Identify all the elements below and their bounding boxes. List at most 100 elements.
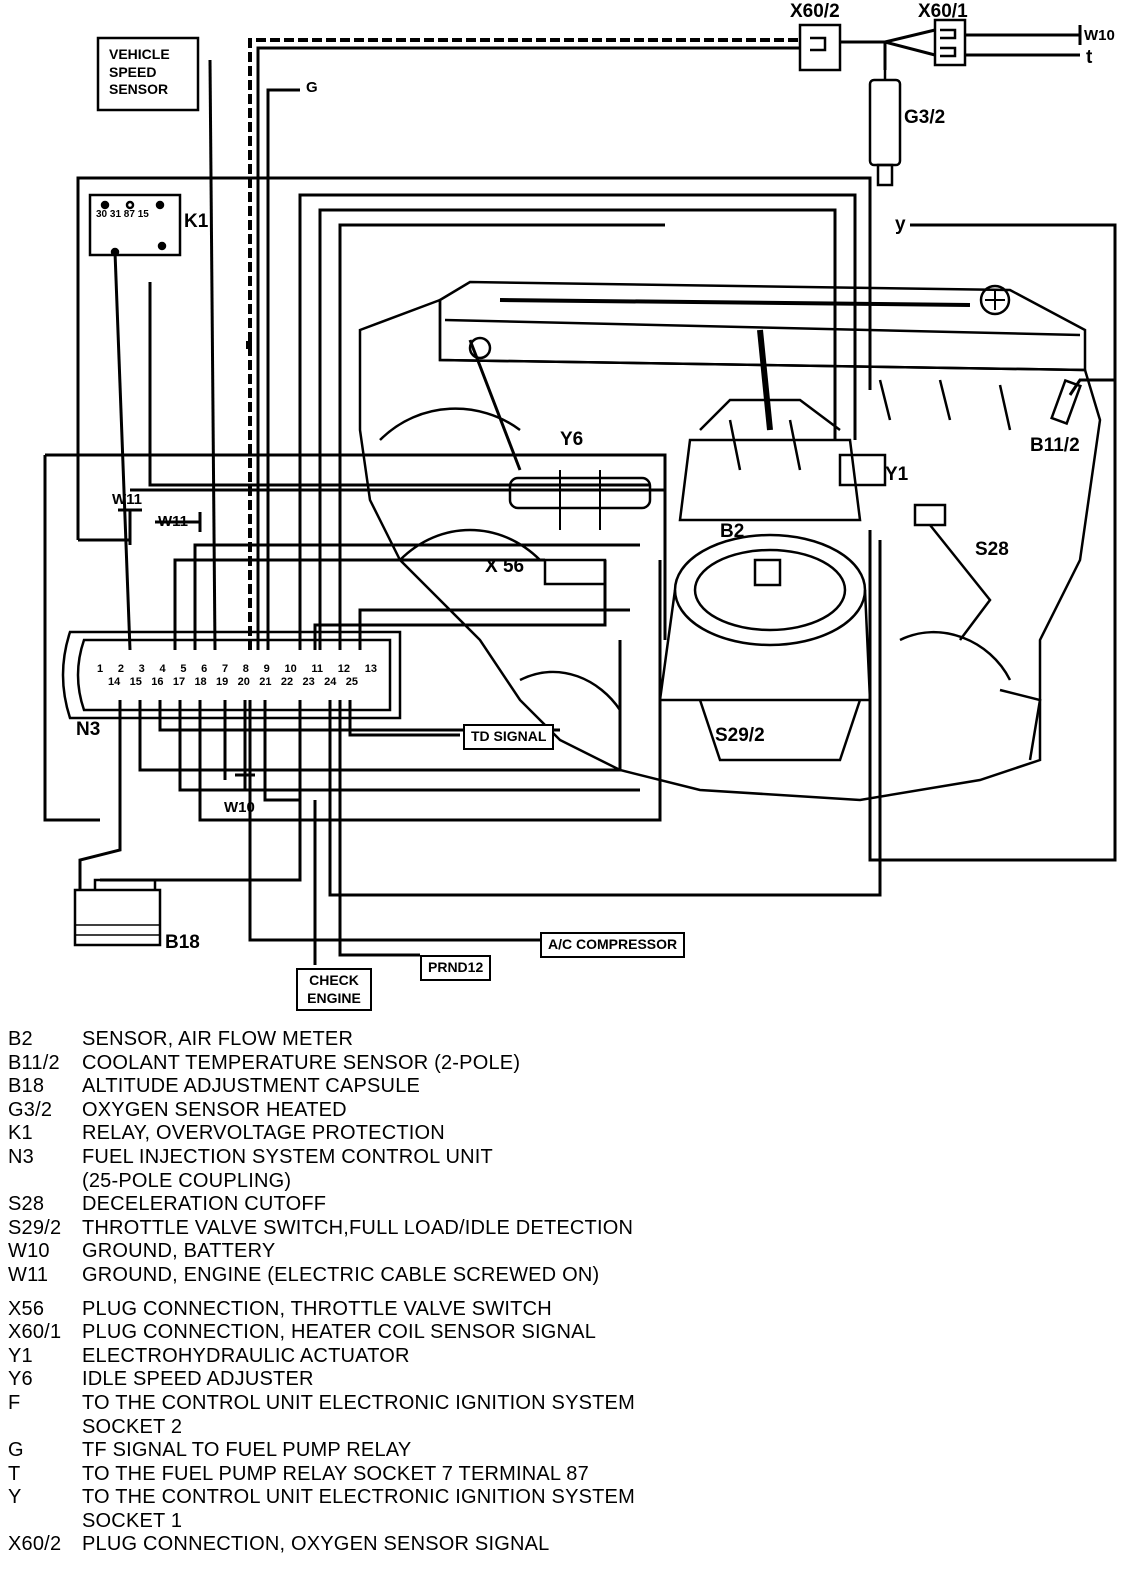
pin-number: 2 — [117, 663, 124, 675]
label-check-engine: CHECK ENGINE — [296, 968, 372, 1011]
legend-code: X56 — [8, 1297, 45, 1320]
label-n3: N3 — [76, 719, 101, 740]
label-g: G — [306, 79, 318, 96]
component-legend: B2 SENSOR, AIR FLOW METER B11/2 COOLANT TEM… — [8, 1028, 1128, 1557]
pin-number: 20 — [237, 676, 250, 688]
pin-number: 9 — [263, 663, 270, 675]
pin-number: 22 — [280, 676, 294, 688]
pin-number: 15 — [129, 676, 142, 688]
label-x56: X 56 — [485, 556, 525, 577]
pin-number: 4 — [159, 663, 166, 675]
legend-code: B2 — [8, 1028, 33, 1050]
legend-description: SOCKET 1 — [82, 1509, 183, 1532]
oxygen-sensor-g3-2 — [868, 70, 902, 187]
label-g3-2: G3/2 — [904, 107, 946, 128]
wire-harness — [43, 25, 1117, 965]
label-x60-1: X60/1 — [918, 1, 968, 22]
pin-number: 7 — [221, 663, 229, 675]
pin-number: 10 — [284, 663, 297, 675]
label-prnd12: PRND12 — [420, 955, 492, 981]
legend-row: X60/2 PLUG CONNECTION, OXYGEN SENSOR SIGN… — [8, 1533, 1128, 1557]
legend-code: Y1 — [8, 1344, 33, 1367]
label-y1: Y1 — [885, 464, 909, 485]
legend-description: TO THE CONTROL UNIT ELECTRONIC IGNITION … — [82, 1391, 635, 1414]
legend-row: SOCKET 1 — [8, 1510, 1128, 1534]
pin-number: 14 — [108, 676, 121, 688]
n3-connector — [61, 630, 402, 720]
legend-description: PLUG CONNECTION, OXYGEN SENSOR SIGNAL — [82, 1533, 550, 1556]
label-x60-2: X60/2 — [790, 1, 840, 22]
legend-code: B11/2 — [8, 1051, 60, 1074]
legend-row: W11 GROUND, ENGINE (ELECTRIC CABLE SCREWE… — [8, 1264, 1128, 1288]
label-y: y — [895, 214, 906, 235]
legend-row: (25-POLE COUPLING) — [8, 1170, 1128, 1194]
label-b11-2: B11/2 — [1030, 435, 1080, 456]
b18-capsule — [73, 878, 162, 947]
legend-code: S28 — [8, 1193, 45, 1216]
legend-code — [8, 1170, 82, 1194]
x60-2-connector — [798, 23, 842, 72]
label-s28: S28 — [975, 539, 1009, 560]
legend-code: X60/1 — [8, 1321, 62, 1344]
pin-number: 24 — [324, 676, 337, 688]
legend-code: X60/2 — [8, 1533, 62, 1556]
legend-row: X60/1 PLUG CONNECTION, HEATER COIL SENSOR… — [8, 1321, 1128, 1345]
pin-number: 6 — [201, 663, 208, 675]
legend-code — [8, 1510, 82, 1534]
legend-description: PLUG CONNECTION, THROTTLE VALVE SWITCH — [82, 1297, 552, 1320]
pin-number: 12 — [337, 663, 350, 675]
legend-code: T — [8, 1462, 21, 1485]
legend-description: TF SIGNAL TO FUEL PUMP RELAY — [82, 1439, 412, 1462]
pin-number: 13 — [364, 663, 377, 675]
legend-code: S29/2 — [8, 1216, 62, 1239]
legend-row: T TO THE FUEL PUMP RELAY SOCKET 7 TERMINA… — [8, 1463, 1128, 1487]
legend-code: W11 — [8, 1263, 49, 1286]
pin-number: 11 — [311, 663, 324, 675]
legend-code — [8, 1416, 82, 1440]
legend-row: X56 PLUG CONNECTION, THROTTLE VALVE SWITC… — [8, 1298, 1128, 1322]
legend-code: G3/2 — [8, 1098, 53, 1121]
label-s29-2: S29/2 — [715, 725, 765, 746]
legend-description: THROTTLE VALVE SWITCH,FULL LOAD/IDLE DET… — [82, 1216, 634, 1239]
legend-code: K1 — [8, 1122, 33, 1145]
legend-description: GROUND, ENGINE (ELECTRIC CABLE SCREWED O… — [82, 1263, 600, 1286]
legend-description: PLUG CONNECTION, HEATER COIL SENSOR SIGN… — [82, 1321, 597, 1344]
legend-row: SOCKET 2 — [8, 1416, 1128, 1440]
pin-number: 23 — [302, 676, 315, 688]
wiring-svg — [43, 18, 1117, 965]
pin-number: 25 — [345, 676, 358, 688]
legend-row: F TO THE CONTROL UNIT ELECTRONIC IGNITION… — [8, 1392, 1128, 1416]
legend-code: W10 — [8, 1240, 50, 1263]
legend-description: TO THE FUEL PUMP RELAY SOCKET 7 TERMINAL… — [82, 1462, 589, 1485]
legend-description: TO THE CONTROL UNIT ELECTRONIC IGNITION … — [82, 1486, 635, 1509]
label-k1-pins: 30 31 87 15 — [96, 209, 149, 220]
legend-code: N3 — [8, 1145, 34, 1168]
label-w10-top: W10 — [1084, 27, 1115, 44]
vehicle-speed-sensor-box — [96, 36, 200, 112]
label-td-signal: TD SIGNAL — [463, 724, 555, 750]
legend-description: SENSOR, AIR FLOW METER — [82, 1028, 354, 1050]
x60-1-connector — [933, 18, 967, 67]
legend-description: ELECTROHYDRAULIC ACTUATOR — [82, 1344, 410, 1367]
legend-description: (25-POLE COUPLING) — [82, 1169, 292, 1192]
label-ac-compressor: A/C COMPRESSOR — [540, 932, 686, 958]
pin-number: 5 — [180, 663, 187, 675]
label-w11-a: W11 — [112, 491, 143, 508]
k1-relay — [88, 193, 182, 257]
label-b2: B2 — [720, 521, 745, 542]
legend-description: COOLANT TEMPERATURE SENSOR (2-POLE) — [82, 1051, 521, 1074]
legend-row: B2 SENSOR, AIR FLOW METER — [8, 1028, 1128, 1052]
label-y6: Y6 — [560, 429, 584, 450]
legend-row: S29/2 THROTTLE VALVE SWITCH,FULL LOAD/IDL… — [8, 1217, 1128, 1241]
legend-code: F — [8, 1391, 21, 1414]
pin-number: 18 — [194, 676, 207, 688]
legend-row: Y1 ELECTROHYDRAULIC ACTUATOR — [8, 1345, 1128, 1369]
